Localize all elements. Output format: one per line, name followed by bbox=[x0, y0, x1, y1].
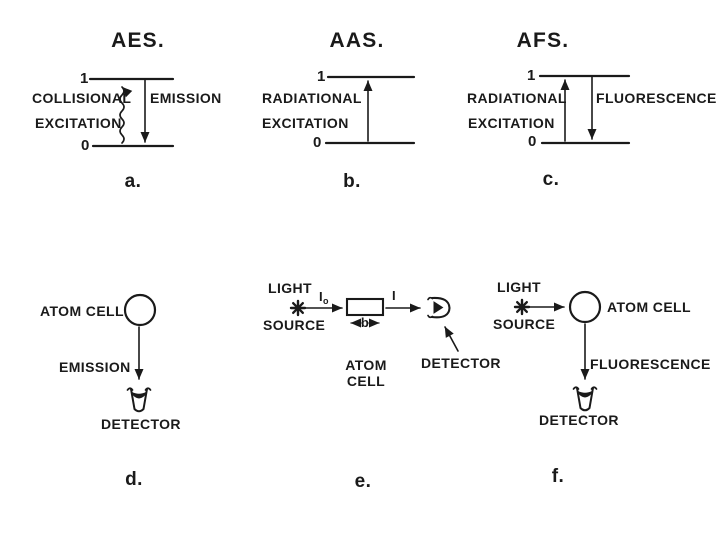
aas-energy-diagram bbox=[324, 75, 416, 145]
emission-beam-label: EMISSION bbox=[59, 359, 131, 375]
aas-left-process-line1: RADIATIONAL bbox=[262, 90, 362, 106]
aas-lower-level-label: 0 bbox=[313, 134, 322, 151]
light-source-label-line1: LIGHT bbox=[497, 279, 541, 295]
incident-intensity-label: Io bbox=[319, 290, 329, 306]
aes-lower-level-label: 0 bbox=[81, 137, 90, 154]
aes-title: AES. bbox=[111, 29, 165, 52]
detector-icon bbox=[126, 387, 152, 413]
absorption-setup-diagram bbox=[289, 296, 459, 352]
collisional-excitation-wavy-arrow bbox=[119, 86, 133, 144]
detector-icon bbox=[572, 386, 598, 412]
atom-cell-label: ATOM CELL bbox=[40, 303, 124, 319]
aes-upper-level-label: 1 bbox=[80, 70, 89, 87]
afs-left-process-line2: EXCITATION bbox=[468, 115, 555, 131]
light-source-label-line2: SOURCE bbox=[493, 316, 556, 332]
light-source-star-icon bbox=[513, 298, 531, 316]
fluorescence-setup-diagram bbox=[513, 290, 602, 412]
detector-pointer-arrow bbox=[444, 326, 459, 352]
afs-energy-diagram bbox=[538, 74, 631, 145]
afs-left-process-line1: RADIATIONAL bbox=[467, 90, 567, 106]
light-source-label-line1: LIGHT bbox=[268, 280, 312, 296]
aas-title: AAS. bbox=[329, 29, 385, 52]
detector-label: DETECTOR bbox=[539, 412, 619, 428]
atom-cell-rect bbox=[345, 297, 385, 317]
path-length-label: b bbox=[360, 315, 370, 330]
detector-label: DETECTOR bbox=[421, 355, 501, 371]
detector-label: DETECTOR bbox=[101, 416, 181, 432]
incident-intensity-symbol: I bbox=[319, 289, 324, 304]
atom-cell-circle bbox=[568, 290, 602, 324]
atom-cell-label: ATOM CELL bbox=[607, 299, 691, 315]
atom-cell-label-line1: ATOM bbox=[345, 357, 387, 373]
aes-left-process-line1: COLLISIONAL bbox=[32, 90, 132, 106]
aes-right-process-label: EMISSION bbox=[150, 90, 222, 106]
atom-cell-circle bbox=[123, 293, 157, 327]
panel-b-caption: b. bbox=[343, 171, 361, 192]
afs-right-process-label: FLUORESCENCE bbox=[596, 90, 717, 106]
emission-setup-diagram bbox=[123, 293, 157, 413]
aas-upper-level-label: 1 bbox=[317, 68, 326, 85]
panel-a-caption: a. bbox=[124, 171, 142, 192]
aes-energy-diagram bbox=[88, 77, 175, 148]
afs-upper-level-label: 1 bbox=[527, 67, 536, 84]
light-source-label-line2: SOURCE bbox=[263, 317, 326, 333]
detector-icon bbox=[427, 296, 451, 319]
panel-d-caption: d. bbox=[125, 469, 143, 490]
light-source-star-icon bbox=[289, 299, 307, 317]
afs-title: AFS. bbox=[516, 29, 570, 52]
transmitted-intensity-label: I bbox=[392, 288, 397, 303]
incident-intensity-subscript: o bbox=[323, 296, 329, 306]
aes-left-process-line2: EXCITATION bbox=[35, 115, 122, 131]
aas-left-process-line2: EXCITATION bbox=[262, 115, 349, 131]
fluorescence-beam-label: FLUORESCENCE bbox=[590, 356, 711, 372]
afs-lower-level-label: 0 bbox=[528, 133, 537, 150]
panel-e-caption: e. bbox=[354, 471, 372, 492]
atom-cell-label-line2: CELL bbox=[346, 373, 386, 389]
panel-f-caption: f. bbox=[551, 466, 565, 487]
panel-c-caption: c. bbox=[542, 169, 560, 190]
